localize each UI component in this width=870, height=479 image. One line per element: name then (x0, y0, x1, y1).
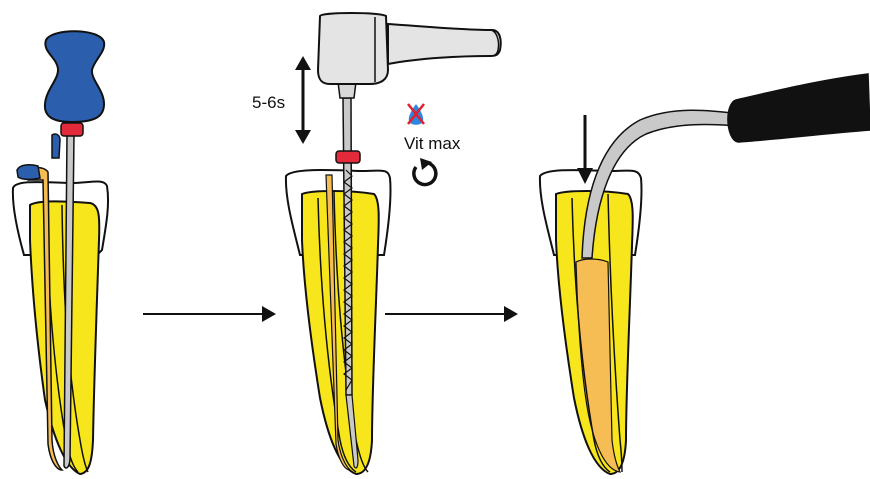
accessory-file-tip (52, 134, 60, 158)
tooth-root (302, 191, 379, 474)
arrow-right-icon (143, 306, 276, 322)
duration-label: 5-6s (252, 93, 285, 113)
panel-ultrasonic (540, 74, 870, 474)
hand-file-icon (45, 31, 104, 122)
speed-label: Vit max (404, 134, 460, 154)
spiral-file-stopper (336, 151, 360, 163)
double-arrow-icon (295, 56, 311, 144)
accessory-file-handle (17, 165, 40, 180)
panel-rotary-activation (286, 13, 501, 474)
handpiece-icon (318, 13, 501, 98)
rotation-icon (414, 158, 436, 185)
hand-file-stopper (61, 123, 83, 136)
no-irrigation-icon (408, 104, 424, 125)
panel-hand-file (13, 31, 108, 474)
arrow-right-icon (385, 306, 518, 322)
